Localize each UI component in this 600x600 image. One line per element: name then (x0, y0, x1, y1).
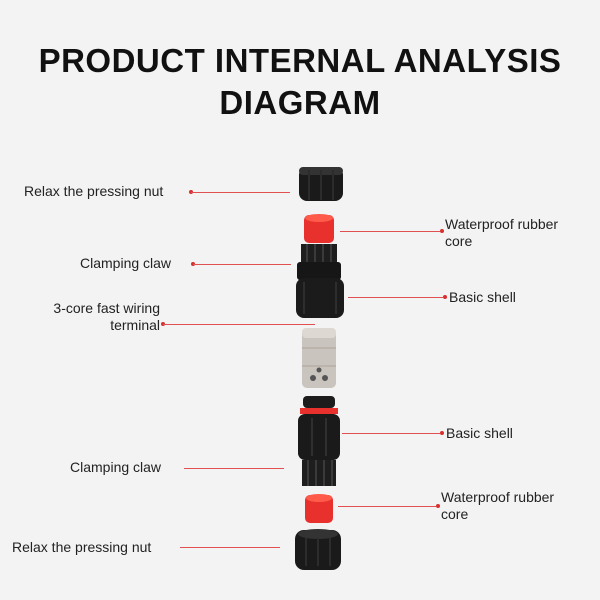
wiring-terminal (302, 328, 336, 388)
leader-dot (436, 504, 440, 508)
label-rubber-core-top: Waterproof rubber core (445, 216, 558, 250)
page-title: PRODUCT INTERNAL ANALYSIS DIAGRAM (0, 40, 600, 124)
label-wiring-terminal: 3-core fast wiring terminal (30, 300, 160, 334)
label-rubber-core-bottom-line-1: Waterproof rubber (441, 489, 555, 505)
label-basic-shell-top: Basic shell (449, 289, 516, 305)
leader-line (180, 547, 280, 548)
leader-dot (440, 431, 444, 435)
label-clamping-claw-top: Clamping claw (80, 255, 172, 271)
leader-line (184, 468, 284, 469)
label-rubber-core-bottom: Waterproof rubber core (441, 489, 554, 523)
rubber-core-top (304, 214, 334, 243)
label-basic-shell-bottom: Basic shell (446, 425, 513, 441)
label-clamping-claw-bottom: Clamping claw (70, 459, 162, 475)
leader-line (340, 231, 440, 232)
label-rubber-core-bottom-line-2: core (441, 506, 469, 522)
label-pressing-nut-top: Relax the pressing nut (24, 183, 164, 199)
leader-line (348, 297, 443, 298)
clamping-claw-bottom (302, 460, 336, 486)
label-rubber-core-top-line-1: Waterproof rubber (445, 216, 559, 232)
leader-dot (440, 229, 444, 233)
basic-shell-bottom (298, 396, 340, 460)
rubber-core-bottom (305, 494, 333, 523)
leader-line (163, 324, 315, 325)
basic-shell-top (296, 244, 344, 318)
leader-dot (443, 295, 447, 299)
leader-line (338, 506, 436, 507)
label-wiring-terminal-line-2: terminal (110, 317, 160, 333)
leader-line (193, 264, 291, 265)
label-pressing-nut-bottom: Relax the pressing nut (12, 539, 152, 555)
label-wiring-terminal-line-1: 3-core fast wiring (53, 300, 160, 316)
title-line-2: DIAGRAM (219, 84, 381, 121)
label-rubber-core-top-line-2: core (445, 233, 473, 249)
title-line-1: PRODUCT INTERNAL ANALYSIS (38, 42, 562, 79)
leader-line (191, 192, 290, 193)
pressing-nut-bottom (295, 529, 341, 570)
pressing-nut-top (299, 167, 343, 201)
leader-line (342, 433, 440, 434)
